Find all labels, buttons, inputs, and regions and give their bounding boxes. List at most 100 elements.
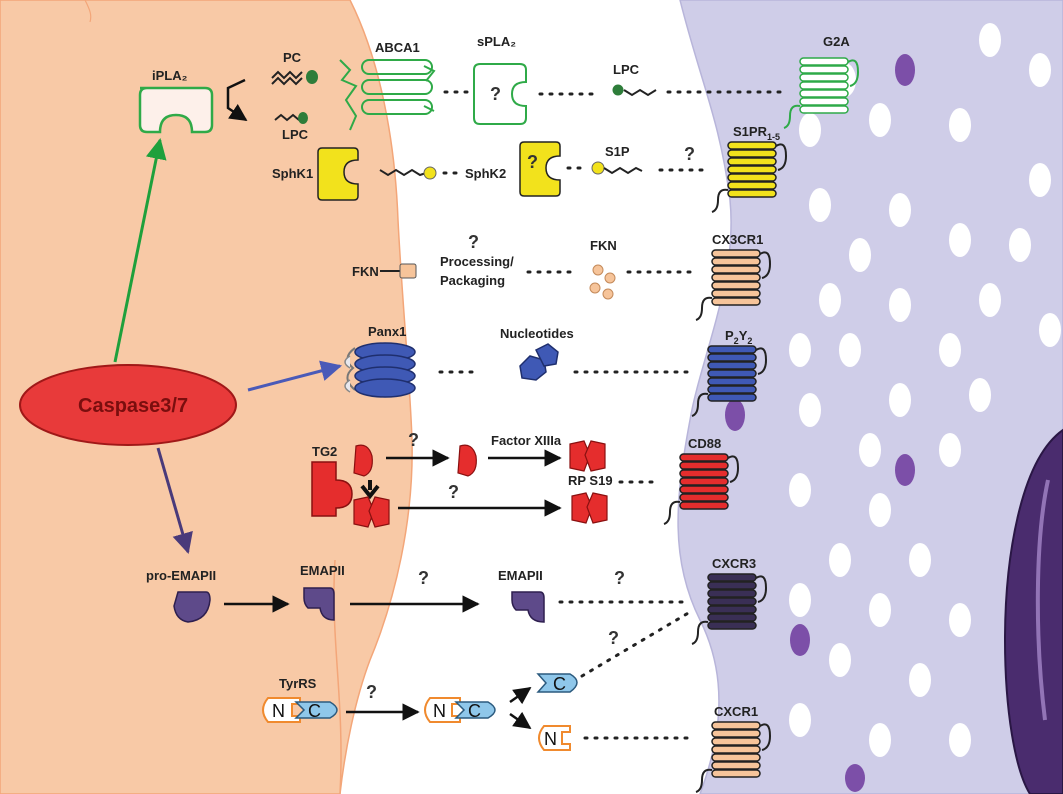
g2a-receptor <box>783 57 860 129</box>
cx3cr1-helix <box>711 297 761 306</box>
split-c-arrow <box>509 686 532 705</box>
sphk2-question[interactable]: ? <box>527 152 538 172</box>
emapii-label-2: EMAPII <box>498 568 543 583</box>
p2y2-helix <box>707 377 757 386</box>
cx3cr1-c-tail <box>759 251 772 279</box>
cxcr3-helix <box>707 581 757 590</box>
p2y2-receptor <box>691 345 768 417</box>
cx3cr1-helix <box>711 249 761 258</box>
caspase-to-panx1-arrow <box>247 360 343 392</box>
crosslinked-dimer-top <box>569 440 606 472</box>
cd88-label: CD88 <box>688 436 721 451</box>
cxcr3-c-question[interactable]: ? <box>608 628 619 648</box>
g2a-n-tail <box>783 104 801 129</box>
tyrrs-n: N <box>272 701 285 721</box>
pc-headgroup <box>306 70 318 84</box>
s1pr-c-tail <box>775 143 788 171</box>
tyrrs-label: TyrRS <box>279 676 317 691</box>
cxcr1-helix <box>711 729 761 738</box>
sphingosine-tail <box>379 168 427 177</box>
spla2-label: sPLA₂ <box>477 34 516 49</box>
ipla2-enzyme <box>138 86 214 134</box>
p2y2-helix <box>707 393 757 402</box>
tg2-question[interactable]: ? <box>408 430 419 450</box>
cd88-receptor <box>663 453 740 525</box>
apoptotic-cell-top-fold <box>84 0 92 23</box>
rps19-question[interactable]: ? <box>448 482 459 502</box>
phagocyte-nucleus-highlight <box>1035 479 1050 721</box>
tyrrs-c: C <box>308 701 321 721</box>
tg2-substrate <box>353 444 373 477</box>
packaging-label: Packaging <box>440 273 505 288</box>
p2y2-helix <box>707 361 757 370</box>
sphk1-label: SphK1 <box>272 166 313 181</box>
cxcr3-label: CXCR3 <box>712 556 756 571</box>
cxcr1-n-tail <box>695 768 713 793</box>
cxcr3-receptor <box>691 573 768 645</box>
cd88-n-tail <box>663 500 681 525</box>
cd88-helix <box>679 461 729 470</box>
ipla2-conversion-arrow <box>226 78 248 122</box>
p2y2-c-tail <box>755 347 768 375</box>
g2a-label: G2A <box>823 34 850 49</box>
cd88-helix <box>679 493 729 502</box>
g2a-helix <box>799 89 849 98</box>
p2y2-sub2: 2 <box>747 336 752 346</box>
tyrrs-released-c: C <box>468 701 481 721</box>
cxcr3-n-tail <box>691 620 709 645</box>
cxcr3-question[interactable]: ? <box>614 568 625 588</box>
tyrrs-released-protein <box>424 697 496 723</box>
phagocyte-granules <box>725 54 915 792</box>
tg2-label: TG2 <box>312 444 337 459</box>
g2a-helix <box>799 97 849 106</box>
emapii-protein-2 <box>511 591 545 623</box>
spla2-question[interactable]: ? <box>490 84 501 104</box>
cxcr1-helix <box>711 745 761 754</box>
nucleotides-label: Nucleotides <box>500 326 574 341</box>
tyrrs-protein <box>262 697 338 723</box>
processing-question[interactable]: ? <box>468 232 479 252</box>
sphk1-enzyme <box>317 147 359 201</box>
sphingosine-headgroup <box>423 166 437 180</box>
p2y2-helix <box>707 385 757 394</box>
c-to-cxcr3-dots <box>580 610 692 678</box>
tyrrs-released-n: N <box>433 701 446 721</box>
spla2-enzyme <box>473 63 527 125</box>
pc-lipid <box>271 70 303 86</box>
g2a-helix <box>799 73 849 82</box>
p2y2-sub1: 2 <box>734 336 739 346</box>
lpc-small-lipid <box>274 113 300 122</box>
cd88-helix <box>679 469 729 478</box>
pro-emapii-label: pro-EMAPII <box>146 568 216 583</box>
rps19-label: RP S19 <box>568 473 613 488</box>
caspase-to-ipla2-arrow <box>113 137 167 363</box>
emapii-protein-1 <box>303 587 335 621</box>
s1pr-helix <box>727 189 777 198</box>
cd88-helix <box>679 453 729 462</box>
cx3cr1-helix <box>711 273 761 282</box>
lpc-label: LPC <box>613 62 640 77</box>
cxcr1-helix <box>711 761 761 770</box>
sphk2-label: SphK2 <box>465 166 506 181</box>
c-terminal-fragment <box>536 673 578 693</box>
caspase-label: Caspase3/7 <box>78 395 188 417</box>
lpc-tail <box>623 88 657 97</box>
p2y2-helix <box>707 345 757 354</box>
s1p-receptor-question[interactable]: ? <box>684 144 695 164</box>
cd88-c-tail <box>727 455 740 483</box>
caspase-node <box>19 364 237 446</box>
cd88-helix <box>679 501 729 510</box>
tyrrs-cleavage-question[interactable]: ? <box>366 682 377 702</box>
released-substrate <box>457 444 477 477</box>
cd88-helix <box>679 485 729 494</box>
g2a-helix <box>799 65 849 74</box>
lpc-small-label: LPC <box>282 127 309 142</box>
s1pr-label-sub: 1-5 <box>767 132 780 142</box>
s1pr-helix <box>727 173 777 182</box>
s1pr-helix <box>727 181 777 190</box>
cxcr1-helix <box>711 721 761 730</box>
processing-label: Processing/ <box>440 254 514 269</box>
emapii-release-question[interactable]: ? <box>418 568 429 588</box>
g2a-helix <box>799 57 849 66</box>
